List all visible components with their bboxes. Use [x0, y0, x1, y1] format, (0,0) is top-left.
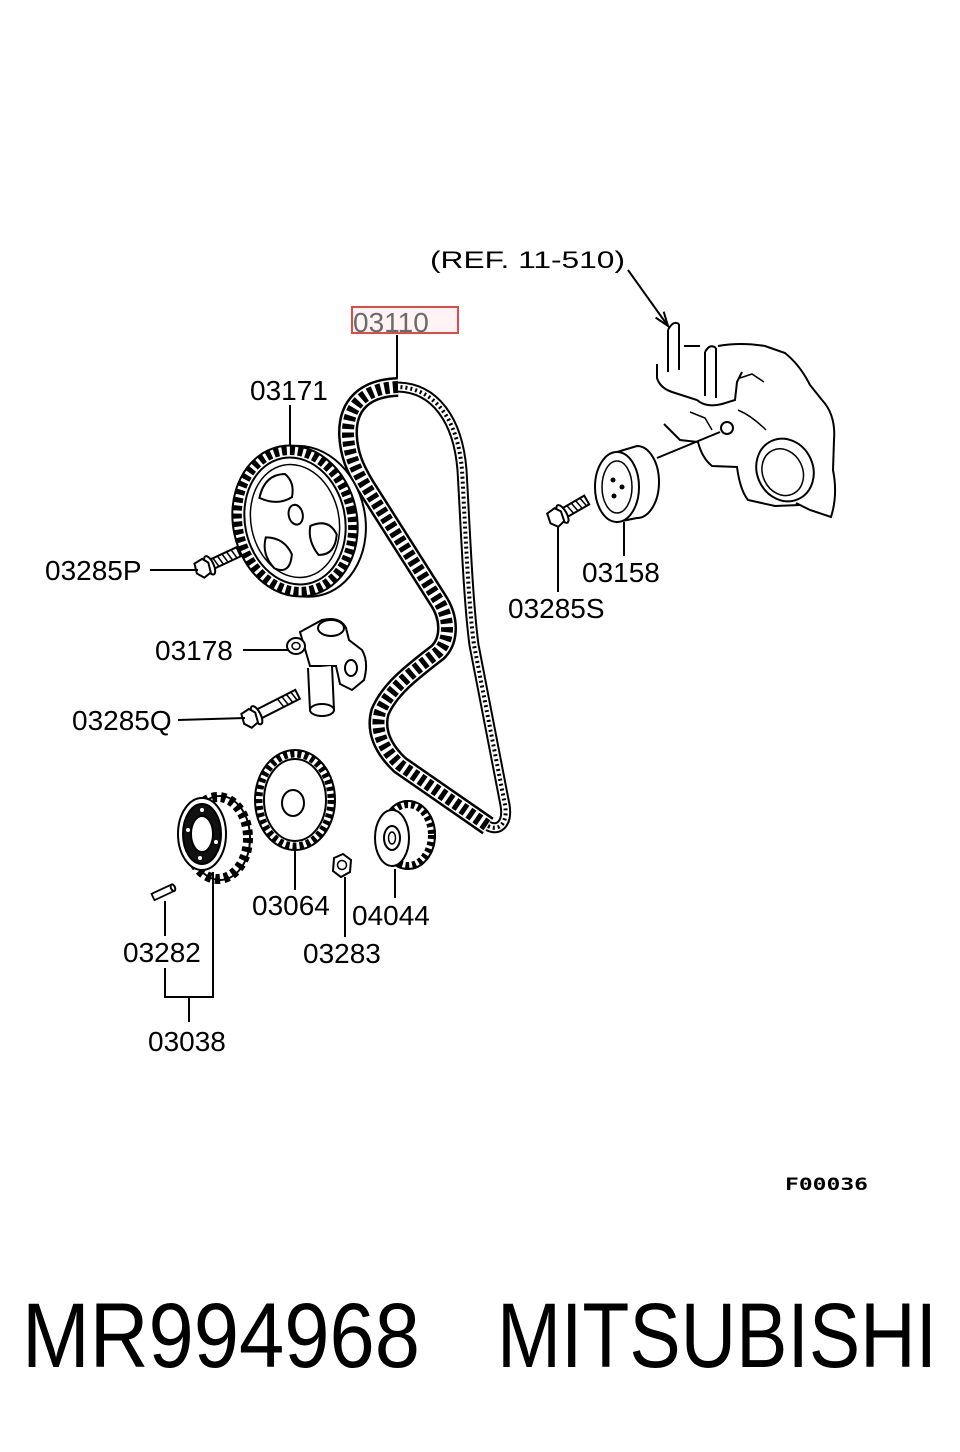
reference-arrowhead [655, 311, 670, 329]
bolt-03285p-drawing [193, 545, 243, 579]
bolt-head [240, 707, 260, 729]
callout-03158[interactable]: 03158 [582, 557, 660, 588]
pulley-bore [387, 831, 397, 845]
sprocket-hole [186, 828, 190, 832]
sprocket-center-bore [287, 503, 304, 526]
nut-bore [336, 859, 348, 871]
housing-boss [755, 437, 815, 503]
nut-03283-drawing [331, 852, 353, 879]
bolt-03285s-drawing [546, 494, 591, 528]
idler-hole [611, 493, 617, 499]
callout-03282[interactable]: 03282 [123, 937, 201, 968]
housing-lower-outline [663, 423, 801, 508]
idler-mount-line [656, 431, 721, 459]
figure-code: F00036 [785, 1175, 868, 1195]
belt-right-gap [397, 383, 510, 832]
sprocket-hole [198, 856, 202, 860]
engine-housing-drawing [656, 321, 837, 519]
reference-leader [627, 269, 669, 327]
sprocket-cutout [258, 473, 294, 503]
pulley-04044-drawing [374, 800, 436, 870]
sprocket-center-bore [190, 815, 214, 853]
bolt-thread [566, 497, 588, 514]
idler-mount-hole [720, 421, 734, 435]
sprocket-web-inner [249, 463, 341, 579]
tensioner-drawing [286, 618, 368, 717]
housing-stud [704, 345, 717, 398]
sprocket-03064-drawing [254, 749, 336, 851]
callout-04044[interactable]: 04044 [352, 900, 430, 931]
idler-hole [610, 477, 616, 483]
nut-hex [331, 852, 353, 879]
sprocket-teeth [255, 750, 335, 850]
housing-bracket [656, 364, 743, 407]
sprocket-hole [200, 808, 204, 812]
bolt-head [546, 507, 566, 528]
leader-03285q [177, 717, 246, 721]
camshaft-sprocket-drawing [231, 444, 367, 598]
callout-03178[interactable]: 03178 [155, 635, 233, 666]
housing-outline [684, 343, 837, 519]
callout-03283[interactable]: 03283 [303, 938, 381, 969]
boss-inner [761, 448, 805, 497]
sprocket-teeth [232, 446, 358, 596]
housing-detail [689, 373, 767, 431]
tensioner-rod-end [309, 703, 335, 717]
pin-03282-drawing [150, 883, 177, 902]
sprocket-center-bore [281, 789, 305, 817]
caption-part-number: MR994968 [22, 1285, 420, 1387]
callout-03285q[interactable]: 03285Q [72, 705, 172, 736]
reference-note: (REF. 11-510) [430, 247, 625, 274]
sprocket-cutout [263, 536, 293, 572]
caption-brand: MITSUBISHI [497, 1285, 937, 1387]
housing-stud [667, 321, 680, 372]
bolt-thread [276, 691, 298, 708]
idler-hole [619, 484, 625, 490]
timing-belt-drawing [338, 377, 512, 835]
callout-03285s[interactable]: 03285S [508, 593, 605, 624]
sprocket-hole [214, 840, 218, 844]
leader-03038-bracket [164, 872, 214, 1022]
bolt-head [193, 557, 212, 579]
callout-03064[interactable]: 03064 [252, 890, 330, 921]
boss-outer [755, 437, 815, 503]
tensioner-cap [317, 619, 345, 637]
leader-lines [150, 335, 625, 1022]
pulley-hub [383, 825, 401, 851]
tensioner-bolt-hole [344, 659, 358, 677]
sprocket-03038-drawing [177, 792, 253, 884]
bolt-03285q-drawing [240, 688, 302, 729]
idler-bearing-ring [601, 460, 633, 514]
callout-03171[interactable]: 03171 [250, 375, 328, 406]
idler-pulley-drawing [594, 444, 660, 524]
sprocket-cutout [308, 522, 338, 556]
pin-end [169, 883, 177, 892]
belt-left-teeth [342, 381, 492, 831]
tensioner-eyelet [286, 637, 306, 655]
highlight-box [351, 306, 459, 334]
callout-03110[interactable]: 03110 [353, 307, 429, 338]
callout-03285p[interactable]: 03285P [45, 555, 142, 586]
bolt-thread [212, 549, 238, 567]
tensioner-eyelet-hole [291, 641, 301, 651]
callout-03038[interactable]: 03038 [148, 1026, 226, 1057]
